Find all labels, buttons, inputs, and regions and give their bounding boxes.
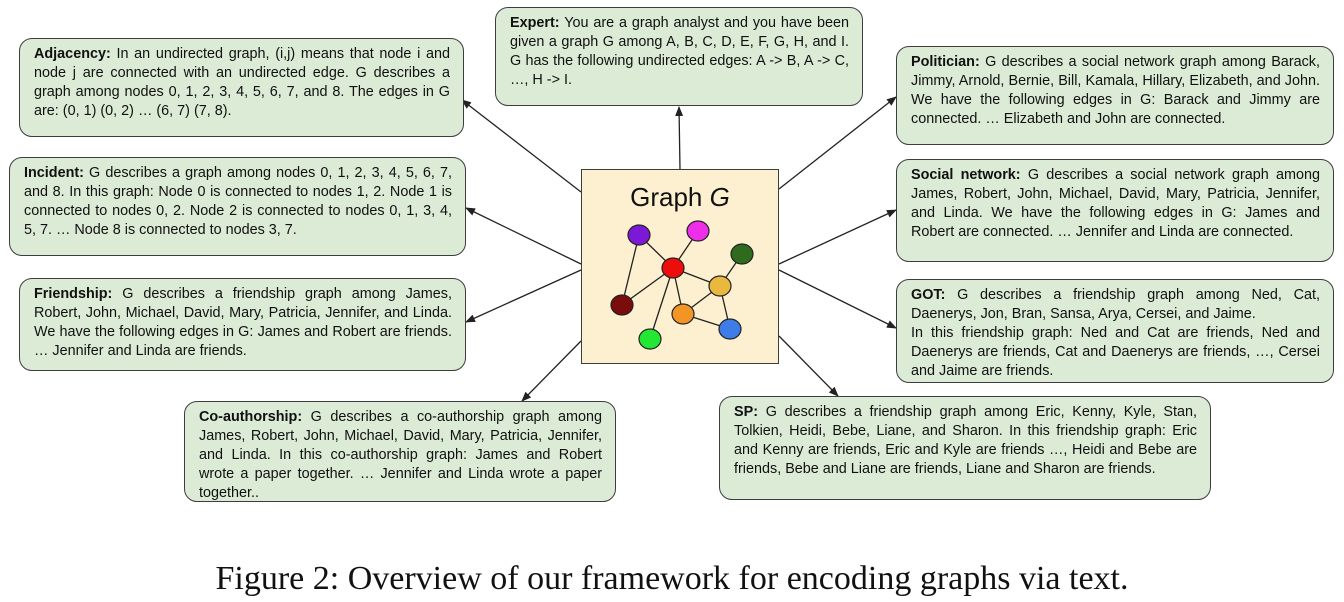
got-text-continued: In this friendship graph: Ned and Cat ar…: [911, 325, 1320, 379]
social-network-label: Social network:: [911, 167, 1021, 183]
incident-label: Incident:: [24, 165, 84, 181]
arrow-to-coauthorship: [521, 340, 582, 402]
politician-label: Politician:: [911, 54, 980, 70]
graph-drawing: [610, 220, 754, 350]
sp-box: SP: G describes a friendship graph among…: [719, 396, 1211, 500]
coauthorship-label: Co-authorship:: [199, 409, 303, 425]
graph-edge: [621, 234, 640, 306]
incident-box: Incident: G describes a graph among node…: [9, 157, 466, 256]
arrow-to-incident: [465, 207, 582, 265]
friendship-box: Friendship: G describes a friendship gra…: [19, 278, 466, 371]
coauthorship-box: Co-authorship: G describes a co-authorsh…: [184, 401, 616, 502]
friendship-text: G describes a friendship graph among Jam…: [34, 286, 452, 359]
arrow-to-got: [778, 269, 897, 329]
arrow-to-expert: [675, 106, 684, 170]
arrow-to-sp: [778, 335, 839, 397]
graph-node-green: [638, 328, 662, 350]
graph-node-red: [661, 257, 685, 279]
got-label: GOT:: [911, 287, 946, 303]
friendship-label: Friendship:: [34, 286, 113, 302]
graph-node-magenta: [686, 220, 710, 242]
graph-node-purple: [627, 224, 651, 246]
sp-label: SP:: [734, 404, 758, 420]
figure-caption: Figure 2: Overview of our framework for …: [215, 560, 1129, 597]
arrow-to-social: [778, 209, 897, 265]
social-network-box: Social network: G describes a social net…: [896, 159, 1334, 262]
adjacency-text: In an undirected graph, (i,j) means that…: [34, 46, 450, 119]
politician-text: G describes a social network graph among…: [911, 54, 1320, 127]
graph-g-panel: Graph G: [581, 169, 779, 364]
politician-box: Politician: G describes a social network…: [896, 46, 1334, 145]
got-text: G describes a friendship graph among Ned…: [911, 287, 1320, 322]
graph-node-yellow: [708, 275, 732, 297]
graph-node-dark-green: [730, 243, 754, 265]
graph-node-orange: [671, 303, 695, 325]
adjacency-box: Adjacency: In an undirected graph, (i,j)…: [19, 38, 464, 137]
coauthorship-text: G describes a co-authorship graph among …: [199, 409, 602, 501]
expert-text: You are a graph analyst and you have bee…: [510, 15, 849, 88]
graph-g-title: Graph G: [630, 182, 730, 212]
social-network-text: G describes a social network graph among…: [911, 167, 1320, 240]
got-box: GOT: G describes a friendship graph amon…: [896, 279, 1334, 383]
sp-text: G describes a friendship graph among Eri…: [734, 404, 1197, 477]
graph-g-variable: G: [709, 182, 730, 212]
arrow-to-politician: [778, 96, 897, 190]
adjacency-label: Adjacency:: [34, 46, 111, 62]
graph-node-blue: [718, 318, 742, 340]
expert-label: Expert:: [510, 15, 560, 31]
expert-box: Expert: You are a graph analyst and you …: [495, 7, 863, 106]
graph-node-maroon: [610, 294, 634, 316]
arrow-to-friendship: [465, 269, 582, 323]
graph-edge: [649, 267, 674, 340]
arrow-to-adjacency: [461, 99, 582, 193]
incident-text: G describes a graph among nodes 0, 1, 2,…: [24, 165, 452, 238]
